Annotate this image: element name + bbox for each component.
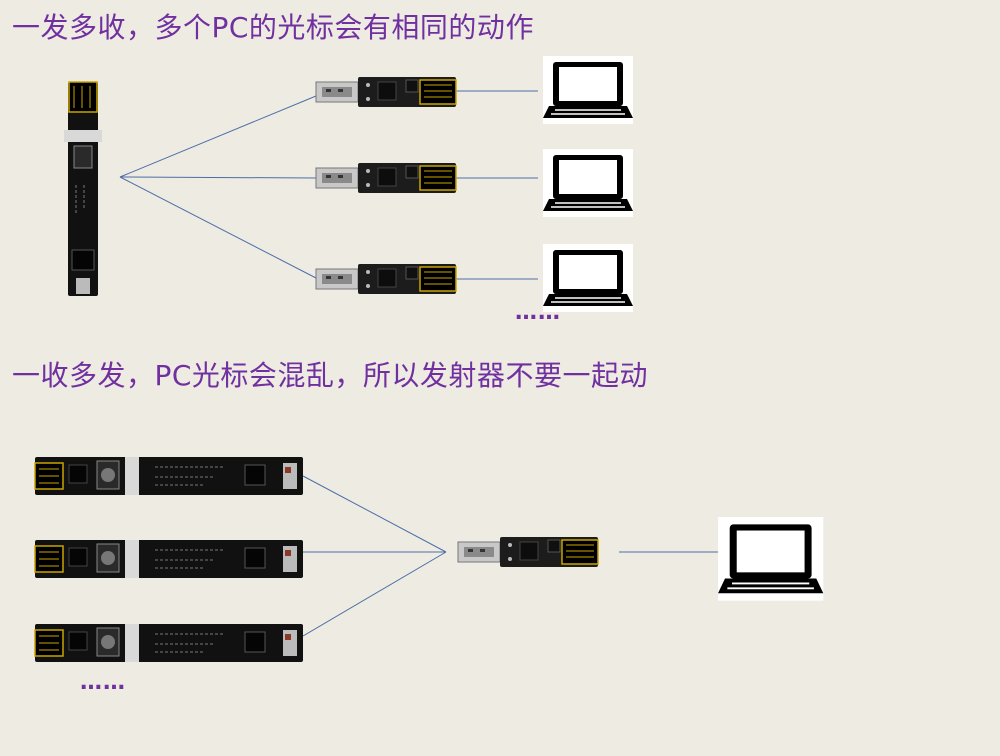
converging-lines [302,475,718,637]
more-transmitters-ellipsis: …… [80,670,126,695]
transmitter-board-icon [64,81,102,296]
usb-receiver-dongle-icon [315,76,457,108]
transmitter-board-icon [34,623,304,663]
laptop-icon [542,55,634,125]
usb-receiver-dongle-icon [315,263,457,295]
laptop-icon [717,516,825,602]
usb-receiver-dongle-icon [457,536,599,568]
laptop-icon [542,148,634,218]
usb-receiver-dongle-icon [315,162,457,194]
transmitter-board-icon [34,539,304,579]
transmitter-board-icon [34,456,304,496]
laptop-icon [542,243,634,313]
one-to-many-caption: 一发多收，多个PC的光标会有相同的动作 [12,11,534,44]
broadcast-lines [119,90,538,280]
many-to-one-caption: 一收多发，PC光标会混乱，所以发射器不要一起动 [12,359,648,392]
